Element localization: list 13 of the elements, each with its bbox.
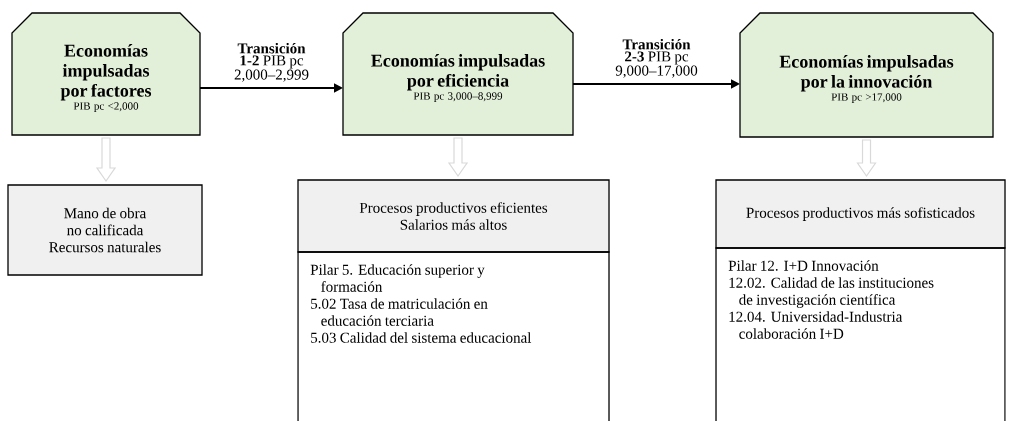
stage-box: Economías impulsadas por eficiencia PIB pc 3,000–8,999	[342, 12, 574, 136]
header-box: Procesos productivos más sofisticados	[715, 179, 1006, 249]
edge-label: Transición 2-3 PIB pc 9,000–17,000	[615, 38, 698, 78]
list-box: Pilar 5. Educación superior y formación 5.02 Tasa de matriculación en educación terciaria 5.03 Calidad del sistema educacional	[297, 251, 610, 421]
header-box: Procesos productivos eficientes Salarios más altos	[297, 179, 610, 253]
down-arrow	[95, 137, 117, 183]
text-box: Mano de obra no calificada Recursos naturales	[7, 184, 203, 276]
down-arrow	[447, 137, 469, 178]
stage-box: Economías impulsadas por la innovación PIB pc >17,000	[739, 12, 994, 138]
stage-box: Economías impulsadas por factores PIB pc <2,000	[11, 12, 201, 136]
edge-label: Transición 1-2 PIB pc 2,000–2,999	[234, 42, 309, 82]
down-arrow	[856, 139, 877, 178]
list-box: Pilar 12. I+D Innovación 12.02. Calidad de las instituciones de investigación científica 12.04. Universidad-Industria colaboración I+D	[715, 247, 1006, 421]
